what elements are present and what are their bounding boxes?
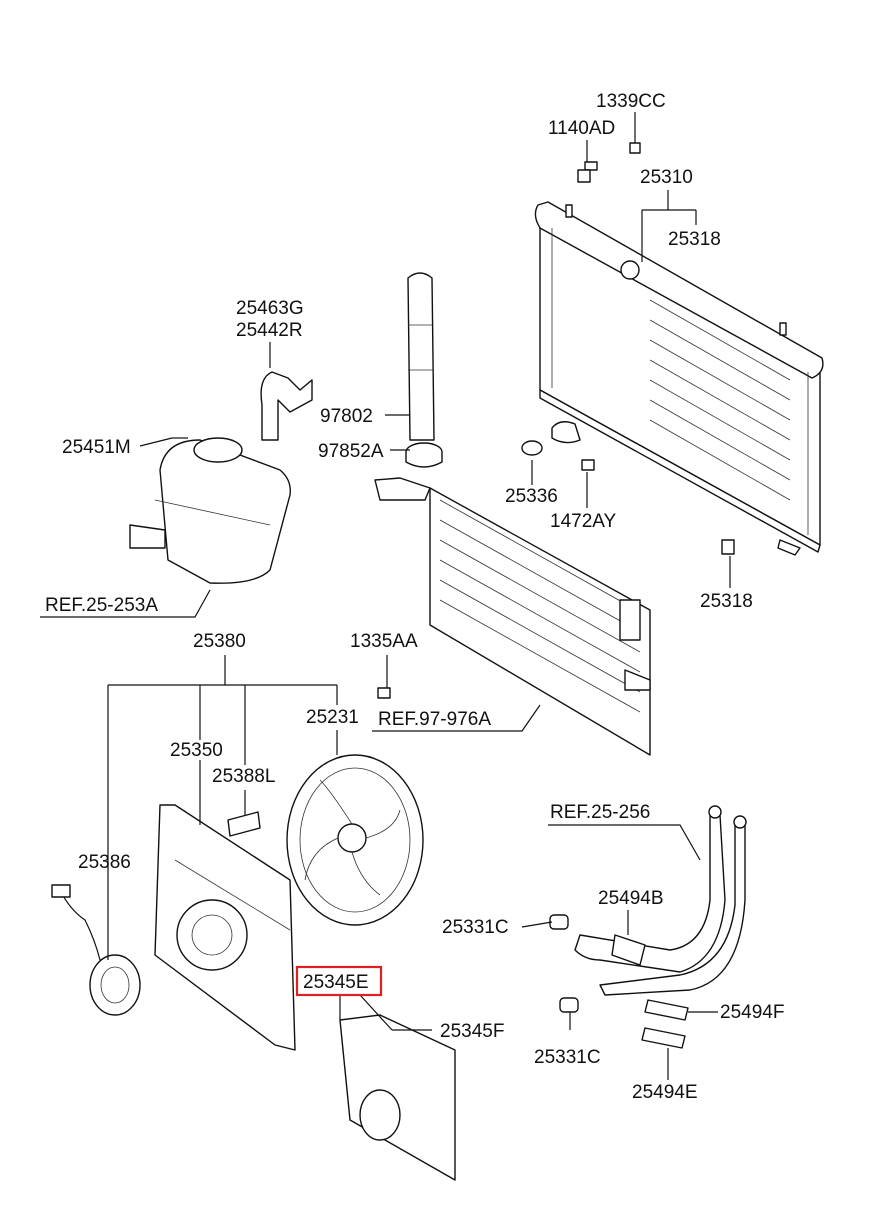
- radiator-inlet: [620, 260, 640, 280]
- nut-1339CC: [629, 142, 641, 154]
- label-25350: 25350: [170, 740, 223, 761]
- bushing-25318: [721, 539, 735, 555]
- label-25451M: 25451M: [62, 437, 131, 458]
- label-25463G: 25463G: [236, 298, 304, 319]
- label-25494E: 25494E: [632, 1082, 698, 1103]
- label-25331C-bottom: 25331C: [534, 1047, 601, 1068]
- radiator: [534, 201, 824, 556]
- grommet-25336: [521, 440, 543, 456]
- label-25388L: 25388L: [212, 766, 275, 787]
- clamp-25331C-top: [549, 914, 569, 930]
- hose-assembly-25494B: [574, 805, 747, 996]
- label-1339CC: 1339CC: [596, 91, 666, 112]
- label-plate-25388L: [227, 811, 261, 837]
- label-25345F: 25345F: [440, 1021, 504, 1042]
- label-REF-97-976A: REF.97-976A: [378, 709, 491, 730]
- condenser: [374, 477, 651, 756]
- motor-25386: [51, 884, 141, 1016]
- label-REF-25-256: REF.25-256: [550, 802, 650, 823]
- fan-25231: [286, 754, 424, 926]
- label-25336: 25336: [505, 486, 558, 507]
- clamp-25331C-bottom: [559, 997, 579, 1013]
- highlight-box-25345E: [295, 965, 383, 997]
- label-25345E: 25345E: [303, 972, 369, 993]
- label-25318-top: 25318: [668, 229, 721, 250]
- label-97802: 97802: [320, 406, 373, 427]
- radiator-outlet: [551, 421, 581, 444]
- label-25331C-top: 25331C: [442, 917, 509, 938]
- nut-1335AA: [377, 687, 391, 699]
- condenser-fins: [439, 499, 641, 713]
- shroud-25350: [154, 804, 296, 1051]
- radiator-fins: [649, 299, 791, 501]
- radiator-vent: [565, 204, 573, 218]
- callout-labels: 1339CC 1140AD 25310 25318 25463G 25442R …: [45, 91, 784, 1103]
- hose-25463G: [260, 371, 313, 441]
- label-25494F: 25494F: [720, 1002, 784, 1023]
- shroud-25345F: [339, 1014, 456, 1181]
- label-25494B: 25494B: [598, 888, 664, 909]
- bolt-1140AD: [577, 161, 598, 183]
- label-25310: 25310: [640, 167, 693, 188]
- label-25386: 25386: [78, 852, 131, 873]
- reservoir-cap: [193, 437, 243, 463]
- reservoir-25451M: [129, 437, 291, 584]
- label-1140AD: 1140AD: [548, 118, 615, 139]
- label-25380: 25380: [193, 631, 246, 652]
- label-25318-bottom: 25318: [700, 591, 753, 612]
- bracket-25494E: [641, 1027, 686, 1049]
- label-97852A: 97852A: [318, 441, 384, 462]
- label-25231: 25231: [306, 707, 359, 728]
- cap-97852A: [405, 442, 443, 468]
- label-25442R: 25442R: [236, 320, 303, 341]
- bracket-25494F: [644, 999, 689, 1021]
- leader-lines: [40, 112, 731, 1080]
- filler-neck-97802: [407, 272, 435, 441]
- label-REF-25-253A: REF.25-253A: [45, 595, 158, 616]
- label-1335AA: 1335AA: [350, 631, 418, 652]
- bolt-1472AY: [581, 459, 595, 471]
- label-1472AY: 1472AY: [550, 511, 617, 532]
